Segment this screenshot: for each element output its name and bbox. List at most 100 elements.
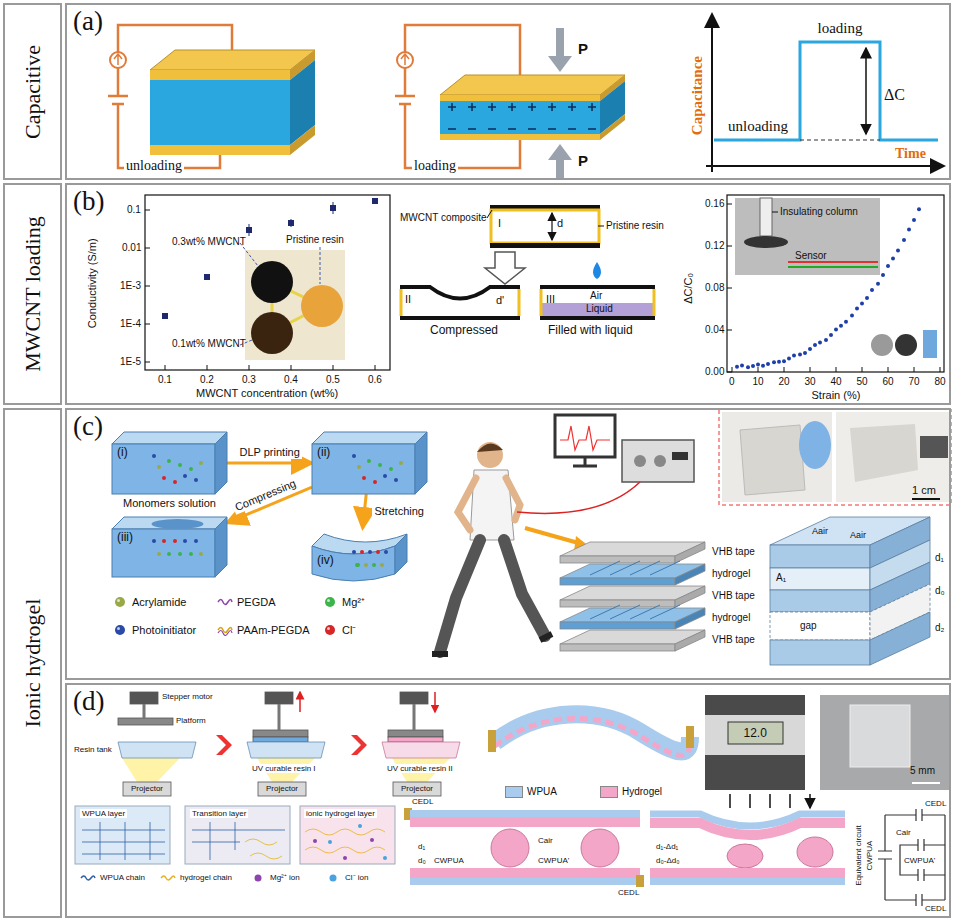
figure-label: Insulating column [780,206,858,218]
figure-label: 10 [753,376,764,388]
figure-label: VHB tape [712,590,755,602]
legend-ball [115,597,125,607]
node-label: Ionic hydrogel [20,599,46,728]
legend-text: Mg²⁺ [342,596,365,609]
figure-label: III [546,293,555,306]
figure-label: Filled with liquid [548,324,633,338]
figure-label: CEDL [412,797,433,806]
molecule-dot [189,467,193,471]
figure-label: Cair [538,836,553,845]
block-front [112,444,215,494]
figure-label: 1E-4 [120,318,141,330]
molecule-dot [360,550,364,554]
molecule-dot [152,539,156,543]
figure-label: 0.1 [158,374,172,386]
block-side [415,432,427,494]
figure-label: 0.4 [284,374,298,386]
molecule-dot [384,550,388,554]
node-label: (d) [73,687,104,717]
legend-chain [218,600,232,605]
figure-label: 0.08 [705,282,724,294]
figure-label: Transition layer [190,809,248,818]
figure-label: I [498,217,501,230]
molecule-dot [372,563,376,567]
legend-item: WPUA [505,786,557,798]
legend-item: Mg²⁺ ion [250,872,300,884]
legend-ball [115,625,125,635]
figure-label: MWCNT composite [400,212,487,224]
row-header-band: Capacitive [3,3,62,180]
figure-label: Capacitance [688,56,705,135]
figure-label: 20 [779,376,790,388]
molecule-dot [380,563,384,567]
legend-item: Cl⁻ ion [325,872,368,884]
node-caption: Monomers solution [123,497,216,509]
figure-panel: (c)(i)Monomers solution(ii)(iii)(iv) [65,408,951,680]
figure-label: Equivalent circuit [854,825,863,885]
legend-item: PAAm-PEGDA [217,624,310,637]
figure-label: d₀-Δd₀ [656,856,680,865]
legend-symbol [112,624,128,636]
figure-label: VHB tape [712,634,755,646]
legend-symbol [217,596,233,608]
figure-label: ΔC [884,86,905,104]
molecule-dot [356,563,360,567]
molecule-dot [378,463,382,467]
figure-label: 1E-3 [120,280,141,292]
figure-label: d₀ [418,856,426,865]
figure-label: MWCNT concentration (wt%) [196,387,338,400]
molecule-dot [183,474,187,478]
figure-label: 12.0 [744,727,767,741]
node-label: (iv) [317,554,334,567]
molecule-dot [178,463,182,467]
figure-label: 0.00 [705,366,724,378]
legend-item: hydrogel chain [160,872,232,884]
legend-symbol [250,872,266,884]
legend-item: Hydrogel [600,786,662,798]
molecule-dot [162,539,166,543]
figure-label: Time [895,146,926,162]
figure-label: P [578,40,588,57]
block-top [312,432,427,444]
legend-symbol [322,596,338,608]
block-dent [152,519,204,529]
figure-label: 0.6 [368,374,382,386]
figure-label: 0.3wt% MWCNT [172,236,246,248]
legend-text: Cl⁻ [342,624,356,637]
legend-symbol [160,872,176,884]
figure-label: 0.5 [326,374,340,386]
legend-symbol [217,624,233,636]
legend-item: Photoinitiator [112,624,196,637]
edge-label: DLP printing [238,446,302,459]
molecule-dot [364,563,368,567]
legend-text: Hydrogel [622,786,662,798]
figure-label: Projector [131,784,163,793]
figure-label: d₀ [935,585,945,597]
node-label: (ii) [317,446,330,459]
node-label: (i) [117,446,128,459]
figure-label: 0.1wt% MWCNT [172,338,246,350]
legend-symbol [80,872,96,884]
block-front [312,444,415,494]
figure-label: Pristine resin [606,220,664,232]
figure-label: P [578,152,588,169]
legend-symbol [112,596,128,608]
figure-label: 50 [857,376,868,388]
figure-label: 0.16 [705,198,724,210]
figure-label: d₁-Δd₁ [656,842,678,851]
legend-item: Acrylamide [112,596,186,609]
legend-highlight [117,627,120,630]
molecule-dot [368,550,372,554]
legend-item: Cl⁻ [322,624,356,637]
figure-label: Projector [401,784,433,793]
figure-label: 5 mm [910,765,935,777]
figure-label: Resin tank [74,745,112,754]
legend-item: Mg²⁺ [322,596,365,609]
figure-label: 0.12 [705,240,724,252]
figure-label: Liquid [586,303,613,315]
node-label: MWCNT loading [20,216,46,371]
molecule-dot [167,552,171,556]
molecule-dot [199,461,203,465]
block-top [112,517,227,529]
